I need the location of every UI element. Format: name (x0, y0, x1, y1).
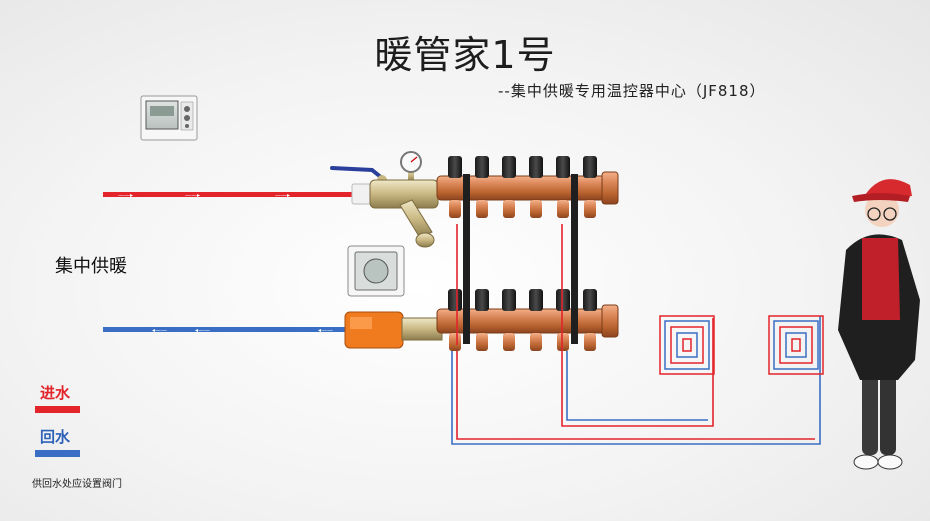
legend-supply-swatch (35, 406, 80, 413)
supply-manifold (436, 156, 619, 218)
svg-text:◂——: ◂—— (195, 327, 210, 334)
return-valve-knobs (448, 289, 597, 311)
page-title: 暖管家1号 (374, 33, 556, 77)
return-manifold (436, 289, 619, 351)
supply-valve-knobs (448, 156, 597, 178)
valve-footnote: 供回水处应设置阀门 (32, 479, 122, 490)
page-subtitle: --集中供暖专用温控器中心（JF818） (498, 82, 766, 100)
thermostat-panel-icon (140, 95, 198, 141)
person-mascot-icon (838, 179, 920, 470)
return-outlets (449, 333, 596, 351)
svg-text:——▸: ——▸ (275, 192, 290, 199)
floor-loop-piping (451, 224, 821, 445)
svg-text:◂——: ◂—— (318, 327, 333, 334)
supply-connector (351, 183, 373, 205)
floor-heating-coil-icon (768, 315, 824, 375)
legend-return-label: 回水 (40, 428, 71, 446)
y-strainer-icon (369, 179, 439, 248)
supply-inlet-pipe: ——▸ ——▸ ——▸ (103, 192, 355, 199)
legend-return-swatch (35, 450, 80, 457)
svg-text:◂——: ◂—— (152, 327, 167, 334)
svg-text:——▸: ——▸ (185, 192, 200, 199)
svg-text:——▸: ——▸ (118, 192, 133, 199)
room-thermostat-icon (347, 245, 405, 297)
legend-supply-label: 进水 (40, 384, 71, 402)
central-heating-label: 集中供暖 (55, 256, 127, 277)
supply-outlets (449, 200, 596, 218)
pressure-gauge-icon (400, 151, 422, 182)
electric-actuator-icon (344, 311, 443, 349)
return-outlet-pipe: ◂—— ◂—— ◂—— (103, 327, 353, 334)
manifold-brackets (463, 174, 578, 344)
floor-heating-coil-icon (659, 315, 715, 375)
